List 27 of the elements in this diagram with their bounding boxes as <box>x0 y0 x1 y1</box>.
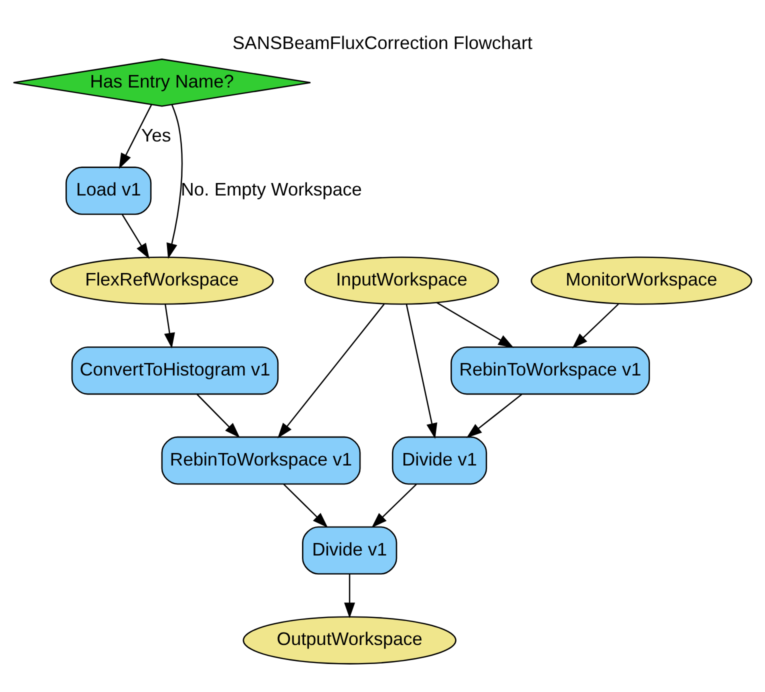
node-box: Load v1 <box>66 166 152 214</box>
arrow <box>406 304 438 438</box>
arrow <box>572 303 619 348</box>
node-ellipse: MonitorWorkspace <box>530 256 752 304</box>
arrow <box>196 393 240 438</box>
arrow <box>122 214 150 258</box>
arrow <box>436 302 514 348</box>
arrow <box>278 303 385 438</box>
node-box: RebinToWorkspace v1 <box>450 346 650 394</box>
node-box: Divide v1 <box>392 436 488 484</box>
node-ellipse: OutputWorkspace <box>242 616 456 664</box>
edge-label: No. Empty Workspace <box>180 178 362 200</box>
edge-label: Yes <box>141 124 171 146</box>
arrow <box>283 483 328 528</box>
node-diamond: Has Entry Name? <box>12 58 312 106</box>
arrow <box>344 574 356 618</box>
node-ellipse: InputWorkspace <box>304 256 500 304</box>
arrow <box>164 304 175 348</box>
arrow <box>118 104 152 168</box>
node-box: Divide v1 <box>302 526 398 574</box>
arrow <box>166 104 183 258</box>
arrow <box>466 393 522 438</box>
node-ellipse: FlexRefWorkspace <box>50 256 274 304</box>
arrow <box>372 483 417 528</box>
diagram-title: SANSBeamFluxCorrection Flowchart <box>232 32 532 53</box>
node-box: RebinToWorkspace v1 <box>161 436 361 484</box>
node-box: ConvertToHistogram v1 <box>71 346 279 394</box>
